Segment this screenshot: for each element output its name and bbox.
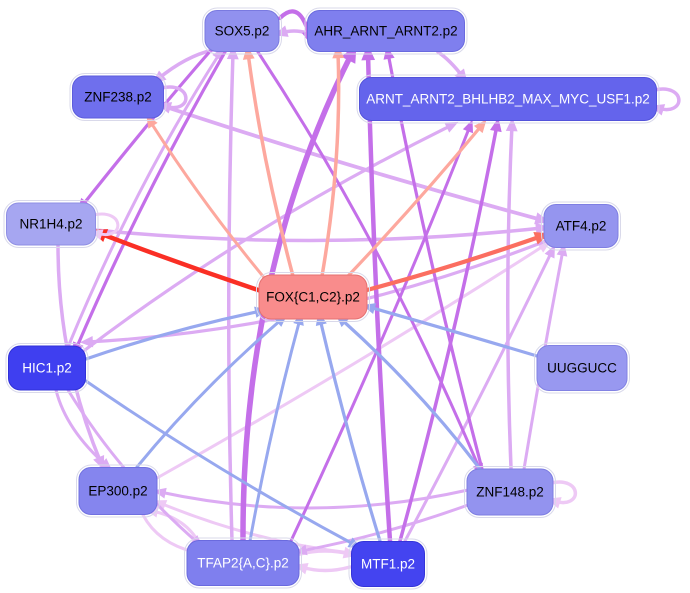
node-box-fox[interactable] [258,274,368,320]
node-halo-znf238 [69,73,167,121]
edge-tfap2-sox5 [226,45,239,543]
node-atf4[interactable]: ATF4.p2 [541,201,621,251]
node-label-ahr: AHR_ARNT_ARNT2.p2 [314,24,457,39]
node-box-tfap2[interactable] [186,540,300,586]
node-label-atf4: ATF4.p2 [556,219,607,234]
node-label-nr1h4: NR1H4.p2 [19,217,82,232]
node-box-hic1[interactable] [8,345,86,391]
node-halo-znf148 [464,466,556,518]
node-halo-tfap2 [184,537,302,589]
node-halo-atf4 [541,201,621,251]
edge-hic1-arnt [83,121,459,352]
node-label-ep300: EP300.p2 [88,484,147,499]
edge-nr1h4-atf4 [93,222,550,243]
node-box-znf148[interactable] [466,468,554,516]
edge-fox-znf238 [146,115,268,282]
node-tfap2[interactable]: TFAP2{A,C}.p2 [184,537,302,589]
node-ep300[interactable]: EP300.p2 [76,464,160,518]
edge-fox-sox5 [242,45,295,278]
node-halo-uuggucc [534,342,630,394]
node-label-arnt: ARNT_ARNT2_BHLHB2_MAX_MYC_USF1.p2 [366,92,650,107]
node-fox[interactable]: FOX{C1,C2}.p2 [256,272,370,322]
node-mtf1[interactable]: MTF1.p2 [348,538,428,590]
node-label-uuggucc: UUGGUCC [547,361,617,376]
node-label-znf148: ZNF148.p2 [476,485,544,500]
node-arnt[interactable]: ARNT_ARNT2_BHLHB2_MAX_MYC_USF1.p2 [356,74,660,124]
node-label-mtf1: MTF1.p2 [361,557,415,572]
node-halo-hic1 [5,343,89,393]
node-label-znf238: ZNF238.p2 [84,90,152,105]
node-label-hic1: HIC1.p2 [22,361,72,376]
node-box-sox5[interactable] [204,10,280,52]
node-nr1h4[interactable]: NR1H4.p2 [3,200,99,248]
node-halo-sox5 [202,7,282,55]
node-box-znf238[interactable] [72,75,164,119]
node-halo-nr1h4 [3,200,99,248]
node-sox5[interactable]: SOX5.p2 [202,7,282,55]
node-label-sox5: SOX5.p2 [215,24,270,39]
edge-znf148-arnt [505,117,518,470]
node-znf238[interactable]: ZNF238.p2 [69,73,167,121]
node-znf148[interactable]: ZNF148.p2 [464,466,556,518]
node-label-tfap2: TFAP2{A,C}.p2 [197,556,289,571]
node-hic1[interactable]: HIC1.p2 [5,343,89,393]
edge-znf238-atf4 [161,104,550,225]
node-box-arnt[interactable] [359,77,657,121]
node-halo-ahr [304,7,468,55]
node-halo-ep300 [76,464,160,518]
edge-mtf1-atf4 [403,244,556,543]
node-box-uuggucc[interactable] [536,345,628,391]
node-halo-mtf1 [348,538,428,590]
node-box-ahr[interactable] [307,10,465,52]
node-box-ep300[interactable] [78,467,158,515]
node-halo-fox [256,272,370,322]
node-label-fox: FOX{C1,C2}.p2 [266,290,360,305]
edge-tfap2-arnt [288,119,474,545]
edge-mtf1-tfap2 [293,563,352,575]
node-ahr[interactable]: AHR_ARNT_ARNT2.p2 [304,7,468,55]
node-box-mtf1[interactable] [351,541,425,587]
node-halo-arnt [356,74,660,124]
edge-znf148-fox [335,314,482,471]
node-uuggucc[interactable]: UUGGUCC [534,342,630,394]
node-box-atf4[interactable] [543,204,619,248]
node-box-nr1h4[interactable] [6,202,96,246]
